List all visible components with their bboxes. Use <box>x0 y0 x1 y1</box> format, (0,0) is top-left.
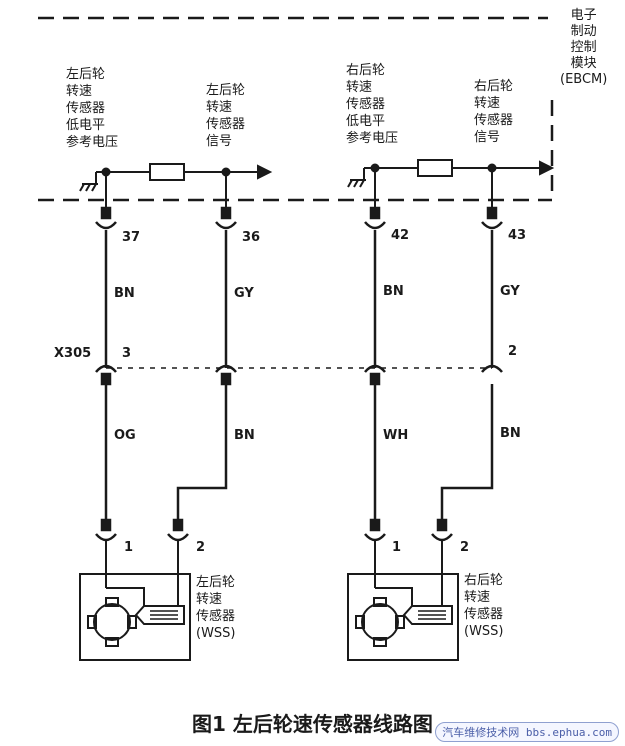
x305-pin-3: 3 <box>122 346 132 361</box>
site-watermark: 汽车维修技术网 bbs.ephua.com <box>435 722 619 742</box>
x305-pin-2: 2 <box>508 344 518 359</box>
right-wss-label: 右后轮 转速 传感器 (WSS) <box>464 573 504 639</box>
ground-icon-right <box>347 168 366 188</box>
figure-caption: 图1 左后轮速传感器线路图 <box>192 712 433 736</box>
ebcm-pin-43: 43 <box>508 228 527 243</box>
lr-signal-label: 左后轮 转速 传感器 信号 <box>206 83 246 149</box>
lower-wires <box>104 384 494 520</box>
ebcm-module-label: 电子 制动 控制 模块 (EBCM) <box>560 8 608 87</box>
wire-color-bn-left: BN <box>234 428 255 443</box>
right-internal-circuit <box>364 159 555 210</box>
left-sensor-pin-2: 2 <box>196 540 206 555</box>
ebcm-pin-37: 37 <box>122 230 141 245</box>
right-wss-sensor <box>347 540 459 661</box>
ebcm-pin-36: 36 <box>242 230 261 245</box>
left-sensor-pin-1: 1 <box>124 540 134 555</box>
wire-color-43: GY <box>500 284 520 299</box>
upper-wires <box>104 230 494 368</box>
ebcm-boundary <box>38 16 554 202</box>
right-sensor-pin-2: 2 <box>460 540 470 555</box>
x305-connector-label: X305 <box>54 346 92 361</box>
rr-signal-label: 右后轮 转速 传感器 信号 <box>474 79 514 145</box>
left-wss-sensor <box>79 540 191 661</box>
wire-color-42: BN <box>383 284 404 299</box>
left-internal-circuit <box>96 163 273 210</box>
rr-low-reference-label: 右后轮 转速 传感器 低电平 参考电压 <box>346 63 399 146</box>
left-wss-label: 左后轮 转速 传感器 (WSS) <box>196 575 236 641</box>
ebcm-pin-42: 42 <box>391 228 410 243</box>
wire-color-36: GY <box>234 286 254 301</box>
x305-connector <box>95 364 503 386</box>
ground-icon-left <box>79 172 98 192</box>
wire-color-37: BN <box>114 286 135 301</box>
ebcm-terminals <box>95 206 503 230</box>
lr-low-reference-label: 左后轮 转速 传感器 低电平 参考电压 <box>66 67 119 150</box>
wire-color-og: OG <box>114 428 136 443</box>
wire-color-wh: WH <box>383 428 409 443</box>
right-sensor-pin-1: 1 <box>392 540 402 555</box>
wire-color-bn-right: BN <box>500 426 521 441</box>
sensor-terminals <box>95 518 453 542</box>
